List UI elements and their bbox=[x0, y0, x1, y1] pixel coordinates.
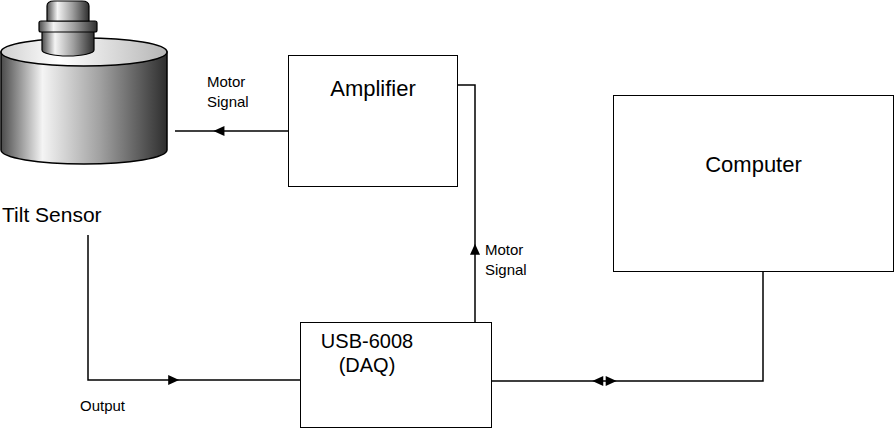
device-label: Tilt Sensor bbox=[2, 202, 102, 227]
sensor-body bbox=[1, 52, 167, 164]
text-wrap: Amplifier bbox=[330, 76, 416, 102]
connector-line bbox=[88, 235, 300, 380]
box-label: USB-6008 (DAQ) bbox=[307, 329, 427, 377]
box-label: Amplifier bbox=[330, 76, 416, 102]
signal-label: Motor Signal bbox=[483, 240, 549, 279]
connector bbox=[88, 235, 300, 385]
connector-line bbox=[458, 85, 475, 322]
daq-box: USB-6008 (DAQ) bbox=[300, 322, 492, 428]
tilt-sensor: Tilt Sensor bbox=[0, 0, 172, 235]
arrowhead bbox=[470, 244, 480, 255]
sensor-ring bbox=[39, 21, 97, 32]
connector bbox=[458, 85, 480, 322]
text-wrap: Computer bbox=[705, 152, 802, 178]
text-wrap: USB-6008 (DAQ) bbox=[307, 329, 427, 377]
sensor-collar bbox=[42, 30, 94, 56]
box-label: Computer bbox=[705, 152, 802, 178]
connector-line bbox=[492, 272, 763, 381]
signal-label: Motor Signal bbox=[205, 72, 271, 111]
arrowhead bbox=[606, 376, 617, 386]
connector bbox=[175, 126, 288, 136]
arrowhead bbox=[168, 375, 179, 385]
connector bbox=[492, 272, 763, 386]
amplifier-box: Amplifier bbox=[288, 55, 458, 187]
arrowhead bbox=[213, 126, 224, 136]
sensor-knob bbox=[47, 1, 89, 21]
signal-label: Output bbox=[78, 396, 152, 416]
connector-line bbox=[175, 130, 288, 132]
text-wrap: Tilt Sensor bbox=[2, 202, 102, 227]
arrowhead bbox=[592, 376, 603, 386]
computer-box: Computer bbox=[613, 95, 894, 272]
